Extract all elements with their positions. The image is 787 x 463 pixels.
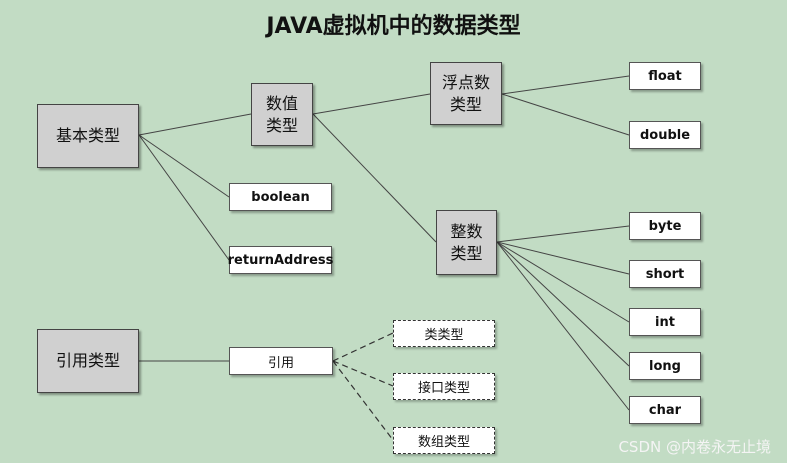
node-primitive-types: 基本类型 <box>37 104 139 168</box>
node-return-address: returnAddress <box>228 246 333 274</box>
node-interface-type: 接口类型 <box>393 373 495 400</box>
node-boolean: boolean <box>229 183 332 211</box>
edge-integer-long <box>496 241 630 367</box>
node-char: char <box>629 396 701 424</box>
node-floating-types: 浮点数 类型 <box>430 62 502 125</box>
node-array-type: 数组类型 <box>393 427 495 454</box>
edge-reference-array <box>332 360 394 441</box>
edge-integer-short <box>496 241 630 275</box>
edge-primitive-numeric <box>138 113 252 136</box>
node-reference-types: 引用类型 <box>37 329 139 393</box>
edge-reference-class <box>332 332 394 362</box>
node-numeric-types: 数值 类型 <box>251 83 313 146</box>
edge-floating-float <box>501 75 630 95</box>
edge-integer-byte <box>496 225 630 243</box>
edge-integer-int <box>496 241 630 323</box>
edge-reference-interface <box>332 360 394 387</box>
node-reference: 引用 <box>229 347 333 375</box>
edge-primitive-boolean <box>138 134 230 198</box>
node-double: double <box>629 121 701 149</box>
node-int: int <box>629 308 701 336</box>
edge-numeric-integer <box>312 113 437 243</box>
edge-integer-char <box>496 241 630 411</box>
node-byte: byte <box>629 212 701 240</box>
edge-numeric-floating <box>312 93 431 115</box>
csdn-watermark: CSDN @内卷永无止境 <box>618 438 771 456</box>
node-integer-types: 整数 类型 <box>436 210 497 275</box>
node-long: long <box>629 352 701 380</box>
node-float: float <box>629 62 701 90</box>
node-class-type: 类类型 <box>393 320 495 347</box>
edge-floating-double <box>501 93 630 136</box>
edge-primitive-returnaddress <box>138 134 230 261</box>
diagram-title: JAVA虚拟机中的数据类型 <box>266 14 521 39</box>
node-short: short <box>629 260 701 288</box>
